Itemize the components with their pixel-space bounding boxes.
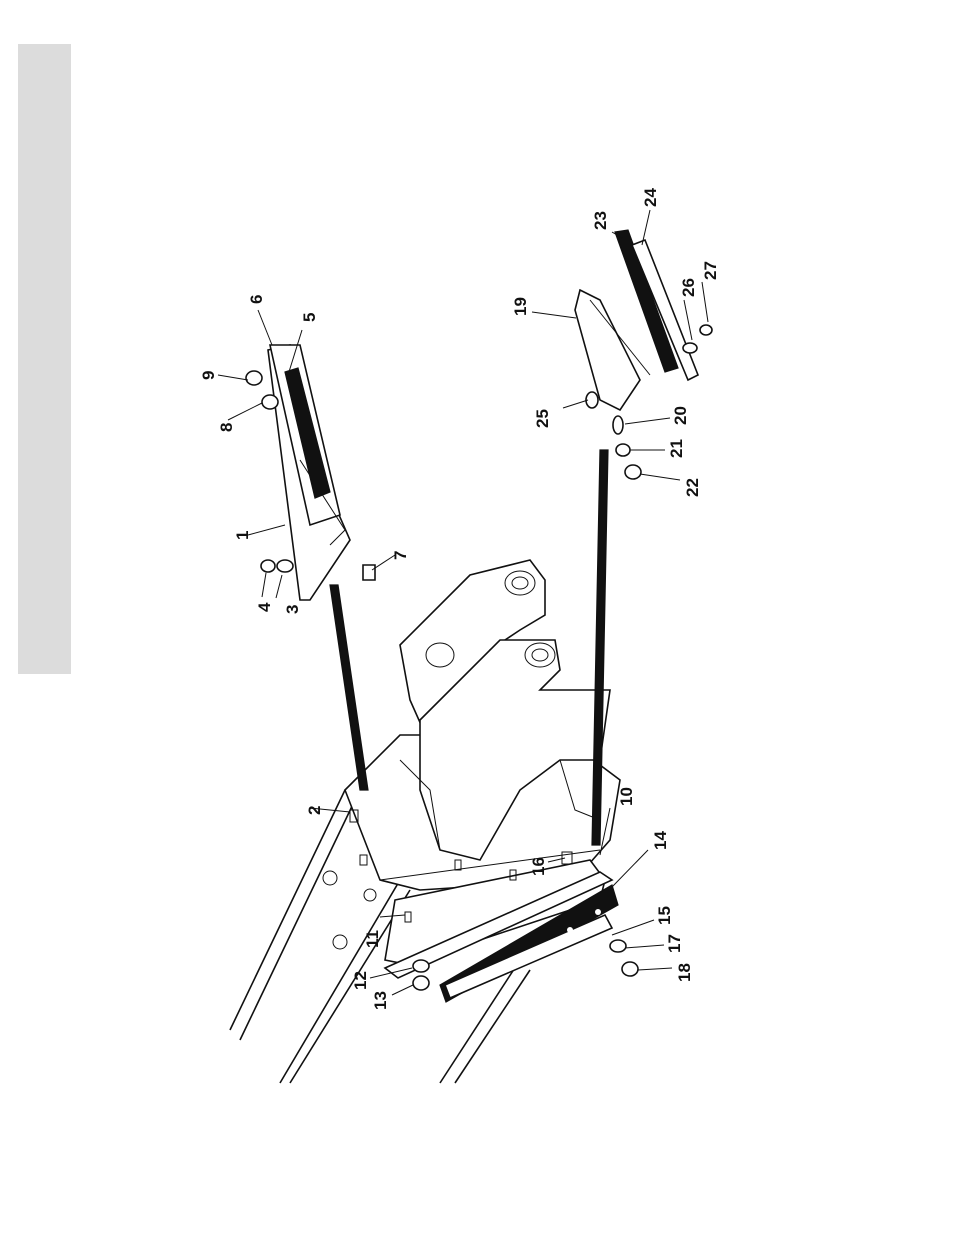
callout-2: 2: [305, 806, 324, 815]
callout-26: 26: [679, 278, 698, 297]
callout-11: 11: [363, 930, 382, 948]
callout-12: 12: [351, 971, 370, 990]
callout-19: 19: [511, 297, 530, 316]
callout-1: 1: [233, 531, 252, 540]
callout-8: 8: [217, 423, 236, 432]
callout-21: 21: [667, 439, 686, 458]
callout-18: 18: [675, 963, 694, 982]
callout-14: 14: [651, 831, 670, 850]
callout-17: 17: [665, 934, 684, 953]
callout-10: 10: [617, 787, 636, 806]
callout-27: 27: [701, 261, 720, 280]
callout-25: 25: [533, 409, 552, 428]
callout-24: 24: [641, 188, 660, 207]
callout-15: 15: [655, 906, 674, 925]
callout-13: 13: [371, 991, 390, 1010]
upper-wear-pad-assembly: [246, 345, 375, 790]
callout-5: 5: [300, 313, 319, 322]
callout-20: 20: [671, 406, 690, 425]
callout-4: 4: [255, 602, 274, 612]
callout-6: 6: [247, 295, 266, 304]
callout-7: 7: [391, 551, 410, 560]
callout-22: 22: [683, 478, 702, 497]
boom-frame: [230, 560, 620, 1083]
right-bracket-assembly: [575, 230, 712, 845]
callout-16: 16: [529, 857, 548, 876]
callout-23: 23: [591, 211, 610, 230]
callout-3: 3: [283, 605, 302, 614]
callout-9: 9: [199, 371, 218, 380]
